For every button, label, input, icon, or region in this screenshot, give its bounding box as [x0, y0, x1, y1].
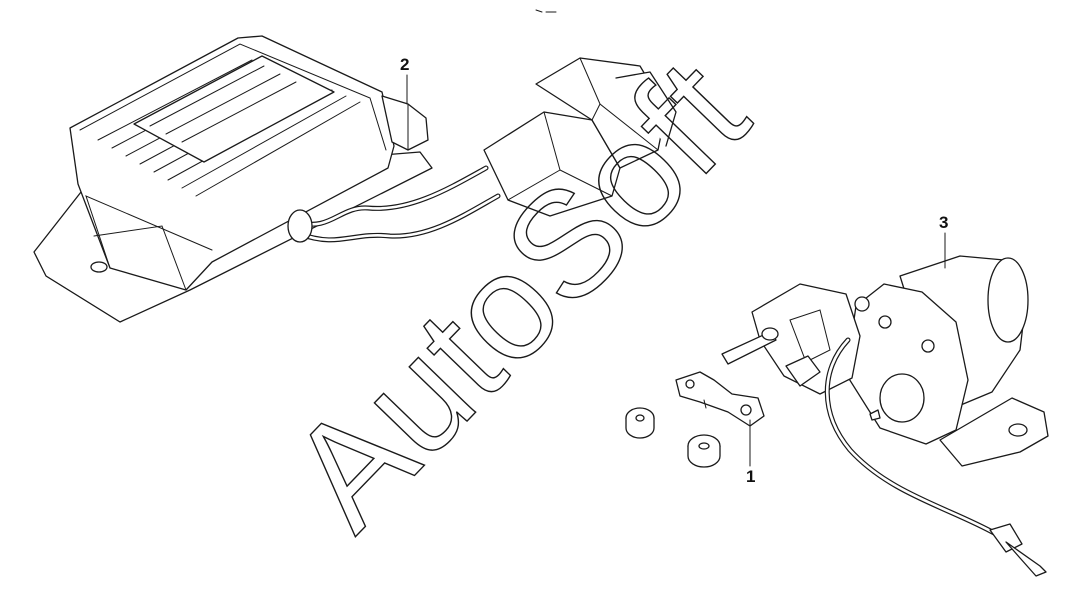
solenoid-part-3[interactable] — [721, 255, 1049, 577]
callout-part-3: 3 — [939, 213, 948, 269]
spacer-upper[interactable] — [625, 407, 655, 439]
control-module-part-2[interactable] — [33, 35, 677, 323]
callout-part-1: 1 — [746, 419, 755, 486]
callout-label-2: 2 — [400, 55, 409, 74]
top-mark — [535, 9, 557, 13]
spacer-lower[interactable] — [687, 434, 721, 468]
callout-part-2: 2 — [400, 55, 409, 105]
callout-label-1: 1 — [746, 467, 755, 486]
bracket-part-1[interactable] — [675, 371, 765, 427]
callout-label-3: 3 — [939, 213, 948, 232]
